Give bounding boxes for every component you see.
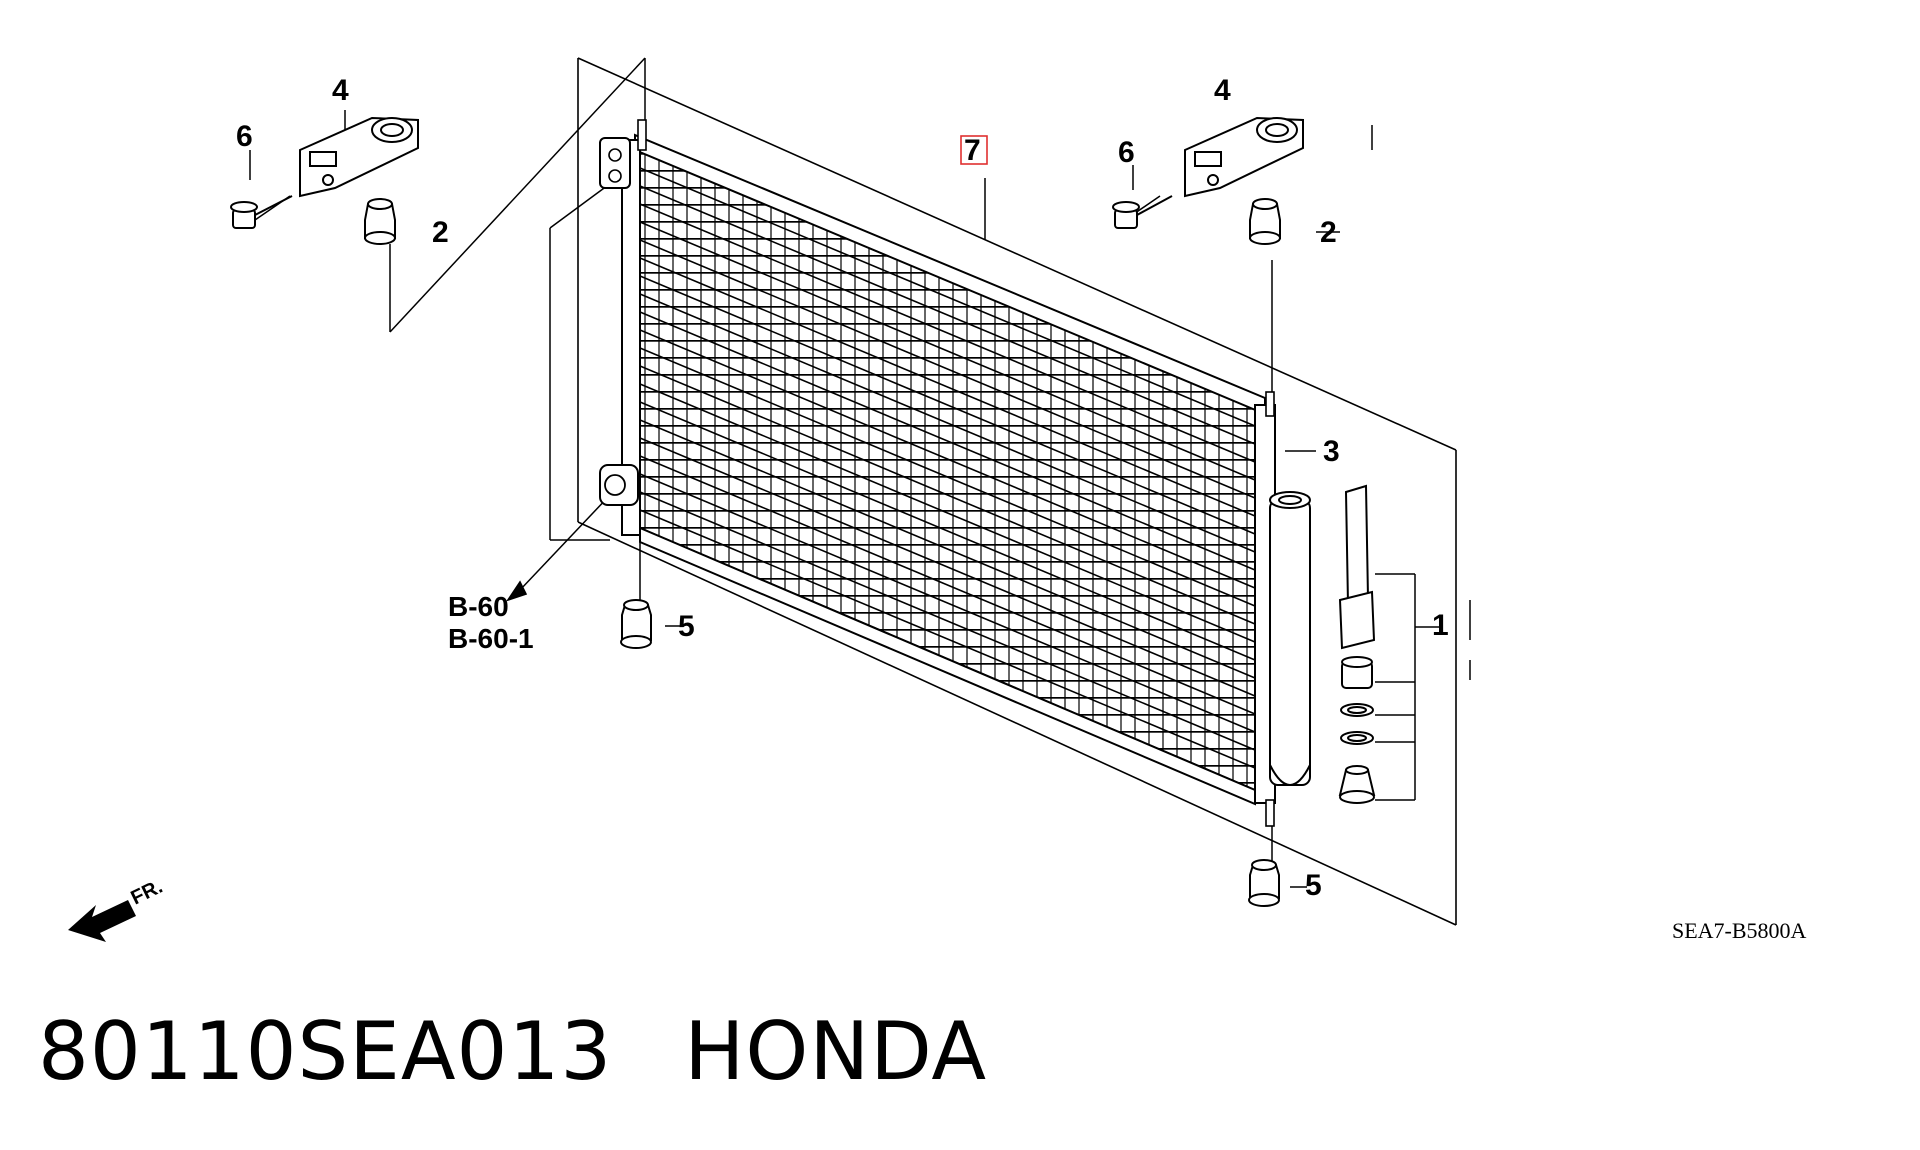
callout-6-right: 6 (1118, 136, 1135, 169)
callout-2-left: 2 (432, 216, 449, 249)
callout-4-left: 4 (332, 74, 349, 107)
brand-name: HONDA (684, 1005, 988, 1098)
bracket-left (299, 116, 419, 198)
receiver-dryer (1269, 491, 1311, 786)
upper-cushions (364, 198, 1281, 245)
lower-cushions (620, 599, 1280, 907)
callout-5-right: 5 (1305, 869, 1322, 902)
callout-7: 7 (964, 134, 981, 167)
callout-4-right: 4 (1214, 74, 1231, 107)
part-number: 80110SEA013 (38, 1005, 613, 1098)
part-caption: 80110SEA013 HONDA (38, 1005, 987, 1098)
bolt-left (230, 195, 293, 229)
assembly-outline (577, 57, 1457, 926)
front-arrow: FR. (68, 876, 166, 942)
condenser (599, 119, 1276, 827)
reference-b60-1[interactable]: B-60-1 (448, 623, 534, 654)
diagram-code: SEA7-B5800A (1672, 918, 1807, 943)
callout-3: 3 (1323, 435, 1340, 468)
callout-1: 1 (1432, 609, 1449, 642)
front-arrow-label: FR. (128, 876, 167, 910)
callout-2-right: 2 (1320, 216, 1337, 249)
reference-arrow (506, 580, 528, 602)
highlight-box (960, 135, 988, 165)
callout-5-left: 5 (678, 610, 695, 643)
desiccant-kit (1338, 484, 1376, 804)
bolt-right (1112, 195, 1173, 229)
callout-6-left: 6 (236, 120, 253, 153)
reference-b60[interactable]: B-60 (448, 591, 509, 622)
bracket-right (1184, 116, 1304, 198)
